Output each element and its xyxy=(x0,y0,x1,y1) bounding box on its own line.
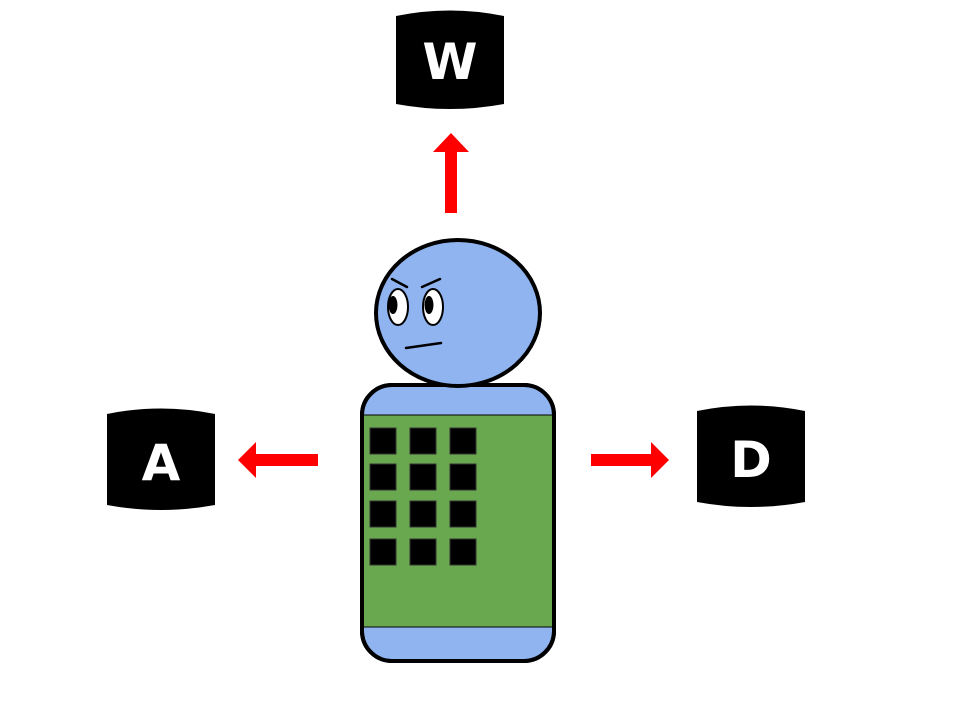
key-a-label: A xyxy=(142,434,181,492)
character-button-grid xyxy=(369,427,477,566)
key-w[interactable]: W xyxy=(396,10,504,110)
key-d-body xyxy=(697,405,805,507)
key-w-body xyxy=(396,10,504,109)
character-right-brow xyxy=(420,277,442,289)
angry-robot-character-icon xyxy=(360,238,556,663)
key-w-label: W xyxy=(422,33,477,91)
arrow-up-icon xyxy=(433,133,469,213)
character-head xyxy=(374,238,542,388)
arrow-right-icon xyxy=(591,442,669,478)
character-mouth xyxy=(404,341,443,350)
key-d-label: D xyxy=(730,431,772,489)
key-a[interactable]: A xyxy=(107,408,215,511)
key-d[interactable]: D xyxy=(697,405,805,508)
key-a-body xyxy=(107,408,215,510)
arrow-left-icon xyxy=(238,442,318,478)
character-left-brow xyxy=(390,277,409,289)
